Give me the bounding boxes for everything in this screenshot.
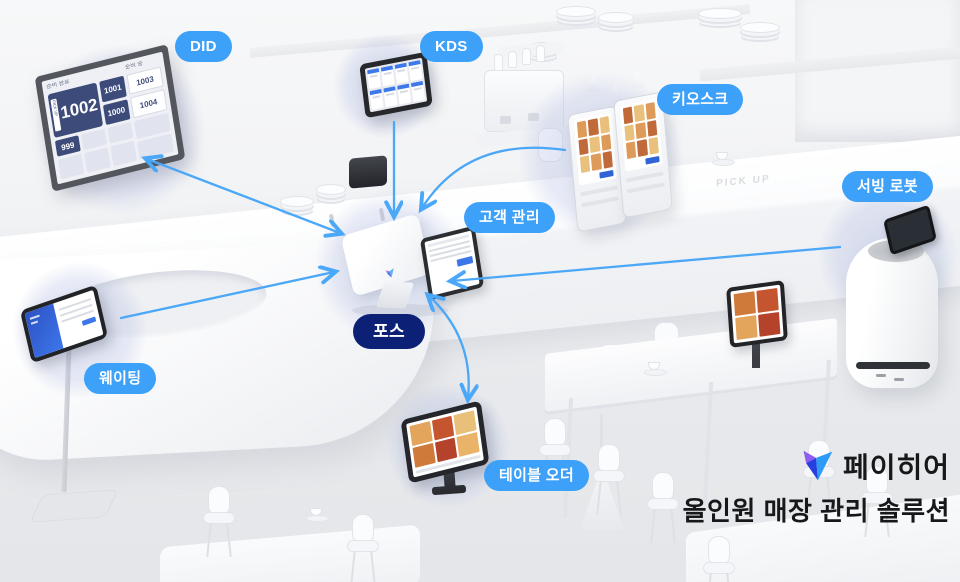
coffee-pitcher <box>522 48 531 65</box>
coffee-grouphead <box>500 116 511 124</box>
did-empty-tile <box>84 147 111 173</box>
label-pos: 포스 <box>353 314 425 349</box>
chair <box>344 514 382 582</box>
did-empty-tile <box>107 122 134 144</box>
kiosk-receipt-slot <box>580 196 619 208</box>
label-serving-robot: 서빙 로봇 <box>842 171 933 202</box>
kiosk-pay-button <box>645 155 660 165</box>
lamp-pole <box>600 414 603 468</box>
kiosk-screen <box>619 98 663 172</box>
kiosk-card-slot <box>579 185 618 197</box>
kiosk-card-slot <box>625 171 664 183</box>
did-main-number: 1002 <box>59 94 99 123</box>
did-number-tile: 999 <box>54 135 81 157</box>
stool <box>644 472 682 546</box>
did-main-tile: PICK UP 1002 <box>47 82 103 139</box>
brand-tagline: 올인원 매장 관리 솔루션 <box>682 496 950 526</box>
coffee-pitcher <box>494 54 503 71</box>
coffee-pitcher <box>536 45 545 62</box>
customer-display-screen <box>424 230 480 296</box>
menu-display-tablet <box>726 280 788 348</box>
did-empty-tile <box>57 153 85 180</box>
pos-terminal <box>340 213 432 297</box>
plate-stack <box>740 22 780 33</box>
wall-cabinet <box>795 0 960 142</box>
coffee-pitcher <box>508 51 517 68</box>
did-screen: 준비 완료 PICK UP 1002 1001 1000 999 <box>41 51 179 185</box>
counter-appliance <box>349 155 387 189</box>
plate-stack <box>280 196 314 207</box>
label-did: DID <box>175 31 232 62</box>
did-number-tile: 1001 <box>99 75 127 102</box>
plate-stack <box>698 8 742 19</box>
table-order-screen <box>406 406 484 478</box>
stool <box>858 466 896 540</box>
robot-vent <box>876 374 886 377</box>
coffee-cup <box>644 362 667 376</box>
customer-display <box>419 225 485 301</box>
pos-shadow <box>352 304 448 317</box>
menu-display-pole <box>752 342 760 368</box>
stool <box>700 536 738 582</box>
did-number-tile: 1000 <box>102 98 131 126</box>
label-waiting: 웨이팅 <box>84 363 157 394</box>
payhere-logo-icon <box>385 268 394 278</box>
kiosk-screen <box>573 112 617 186</box>
waiting-screen-button <box>81 316 97 326</box>
kiosk-receipt-slot <box>626 182 665 194</box>
label-customer-management: 고객 관리 <box>464 202 555 233</box>
did-empty-tile <box>81 128 107 151</box>
stool <box>536 418 574 492</box>
kiosk-pay-button <box>599 169 614 179</box>
menu-display-screen <box>730 284 784 344</box>
robot-vent <box>894 378 904 381</box>
stool <box>590 444 628 518</box>
plate-stack <box>598 12 634 23</box>
coffee-cup <box>712 152 735 166</box>
label-kds: KDS <box>420 31 483 62</box>
plate-stack <box>556 6 596 17</box>
coffee-cup <box>306 508 329 522</box>
customer-display-button <box>456 255 474 267</box>
brand-name: 페이히어 <box>842 452 950 483</box>
payhere-logo-icon <box>803 450 833 481</box>
plate-stack <box>316 184 346 195</box>
kds-screen <box>364 57 428 113</box>
did-empty-tile <box>110 140 137 167</box>
label-kiosk: 키오스크 <box>657 84 744 115</box>
brand-block: 페이히어 올인원 매장 관리 솔루션 <box>683 446 950 528</box>
robot-sensor-band <box>856 362 930 369</box>
chair <box>200 486 238 560</box>
label-table-order: 테이블 오더 <box>484 460 589 491</box>
